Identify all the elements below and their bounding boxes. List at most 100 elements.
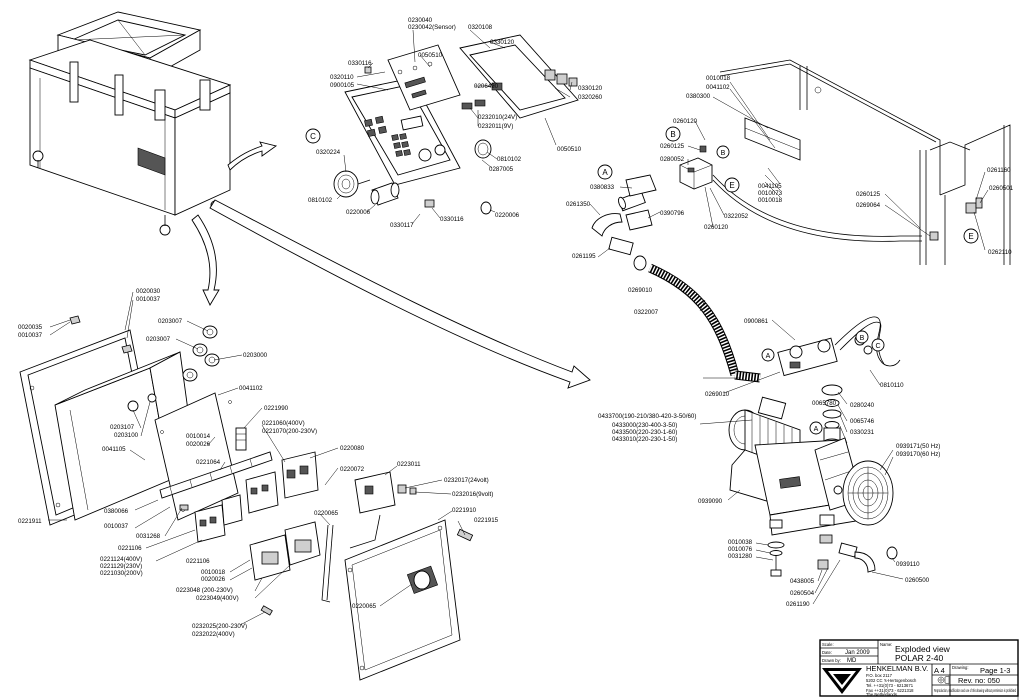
part-label: 0438005: [790, 578, 815, 585]
callout-c3: A: [602, 168, 608, 177]
part-label: 0050510: [418, 52, 443, 59]
part-label: 0223048 (200-230V): [176, 587, 233, 594]
callout-c1: C: [310, 132, 316, 141]
part-label: 0320108: [468, 24, 493, 31]
knob-left: [333, 170, 371, 198]
part-label: 0220065: [314, 510, 339, 517]
part-label: 0900861: [744, 318, 769, 325]
company-address1: P.O. box 2117: [866, 673, 893, 678]
corrugated-hose: [648, 263, 761, 383]
part-label: 0221070(200-230V): [262, 428, 317, 435]
part-label: 0010014: [186, 433, 211, 440]
part-label: 0260125: [856, 191, 881, 198]
part-label: 0232022(400V): [192, 631, 235, 638]
part-label: 0010037: [104, 523, 129, 530]
scale-label: Scale:: [822, 642, 834, 647]
pump-fan-cover: [842, 460, 894, 526]
part-label: 0221124(400V): [100, 556, 142, 563]
part-label: 0203007: [146, 336, 171, 343]
part-label: 0320110: [330, 74, 354, 81]
part-label: 0221060(400V): [262, 420, 305, 427]
projection-symbol-icon: [937, 675, 950, 685]
part-label: 0220006: [346, 209, 371, 216]
contactor-main: [281, 451, 319, 499]
relay-unit: [194, 504, 226, 543]
knob-right: [474, 139, 492, 215]
part-label: 0939170(60 Hz): [896, 451, 940, 458]
part-label: 0203000: [243, 352, 268, 359]
name-label: Name:: [880, 642, 892, 647]
part-labels: 0230040 0230042(Sensor) 0320108 0050510 …: [18, 17, 1014, 638]
part-label: 0320260: [578, 94, 603, 101]
part-label: 0020026: [186, 441, 211, 448]
part-label: 0261190: [786, 601, 810, 608]
callout-c5: B: [721, 150, 726, 157]
part-label: 0050510: [557, 146, 582, 153]
electrical-box-assembly: [19, 291, 474, 681]
part-label: 0287005: [489, 166, 514, 173]
part-label: 0221910: [452, 507, 477, 514]
part-label: 0330116: [440, 216, 464, 223]
part-label: 0260501: [989, 185, 1014, 192]
callout-c7: A: [766, 353, 771, 360]
company-logo: [822, 668, 862, 694]
part-label: 0010038: [728, 539, 753, 546]
knob-sleeve: [370, 182, 400, 206]
part-label: 0221915: [474, 517, 499, 524]
part-label: 0261350: [566, 201, 591, 208]
company-tel: Tel. ++31(0)73 - 6213671: [866, 683, 914, 688]
part-label: 0433500(220-230-1-60): [612, 429, 677, 436]
part-label: 0010018: [706, 75, 731, 82]
front-cover: [344, 519, 461, 681]
part-label: 0280052: [660, 156, 685, 163]
part-label: 0261195: [572, 253, 596, 260]
transformers: [249, 521, 321, 581]
part-label: 0221106: [118, 545, 142, 552]
part-label: 0433000(230-400-3-50): [612, 422, 677, 429]
part-label: 0230042(Sensor): [408, 24, 456, 31]
part-label: 0220080: [340, 445, 365, 452]
pipe-elbow: [591, 174, 657, 271]
callout-markers: C B A E B E A B C A: [305, 126, 979, 435]
contactor-secondary: [245, 471, 279, 514]
part-label: 0260120: [673, 118, 698, 125]
part-label: 0221030(200V): [100, 570, 143, 577]
part-label: 0221129(230V): [100, 563, 142, 570]
part-label: 0223049(400V): [196, 595, 239, 602]
part-label: 0065746: [850, 418, 875, 425]
part-label: 0020030: [136, 288, 161, 295]
part-label: 0010037: [18, 332, 43, 339]
company-country: The Netherlands: [866, 692, 897, 697]
part-label: 0203107: [110, 424, 135, 431]
part-label: 0433010(220-230-1-50): [612, 436, 677, 443]
callout-c8: B: [860, 335, 865, 342]
part-label: 0810102: [308, 197, 333, 204]
company-fax: Fax ++31(0)73 - 6221318: [866, 688, 914, 693]
part-label: 0269064: [856, 202, 881, 209]
part-label: 0020035: [18, 324, 43, 331]
copyright-notice: Reproduction, modification and use of th…: [934, 688, 1016, 693]
callout-c4: E: [729, 181, 734, 190]
part-label: 0269010: [628, 287, 653, 294]
connection-arrows: [191, 141, 591, 389]
paper-format: A 4: [934, 666, 945, 675]
part-label: 0939090: [698, 498, 723, 505]
page-number: Page 1-3: [980, 666, 1010, 675]
vacuum-pump-assembly: [699, 316, 904, 605]
part-label: 0330231: [850, 429, 875, 436]
drawing-date: Jan 2009: [845, 650, 870, 656]
part-label: 0269010: [705, 391, 730, 398]
pump-housing: [754, 437, 863, 536]
part-label: 0020026: [201, 576, 226, 583]
part-label: 0260504: [790, 590, 815, 597]
part-label: 0810102: [497, 156, 522, 163]
part-label: 0041105: [102, 446, 126, 453]
part-label: 0261160: [987, 167, 1011, 174]
part-label: 0010037: [136, 296, 161, 303]
part-label: 0220065: [352, 603, 377, 610]
part-label: 0010073: [758, 190, 783, 197]
part-label: 0010018: [201, 569, 226, 576]
part-label: 0260500: [905, 577, 930, 584]
part-label: 0260125: [660, 143, 685, 150]
